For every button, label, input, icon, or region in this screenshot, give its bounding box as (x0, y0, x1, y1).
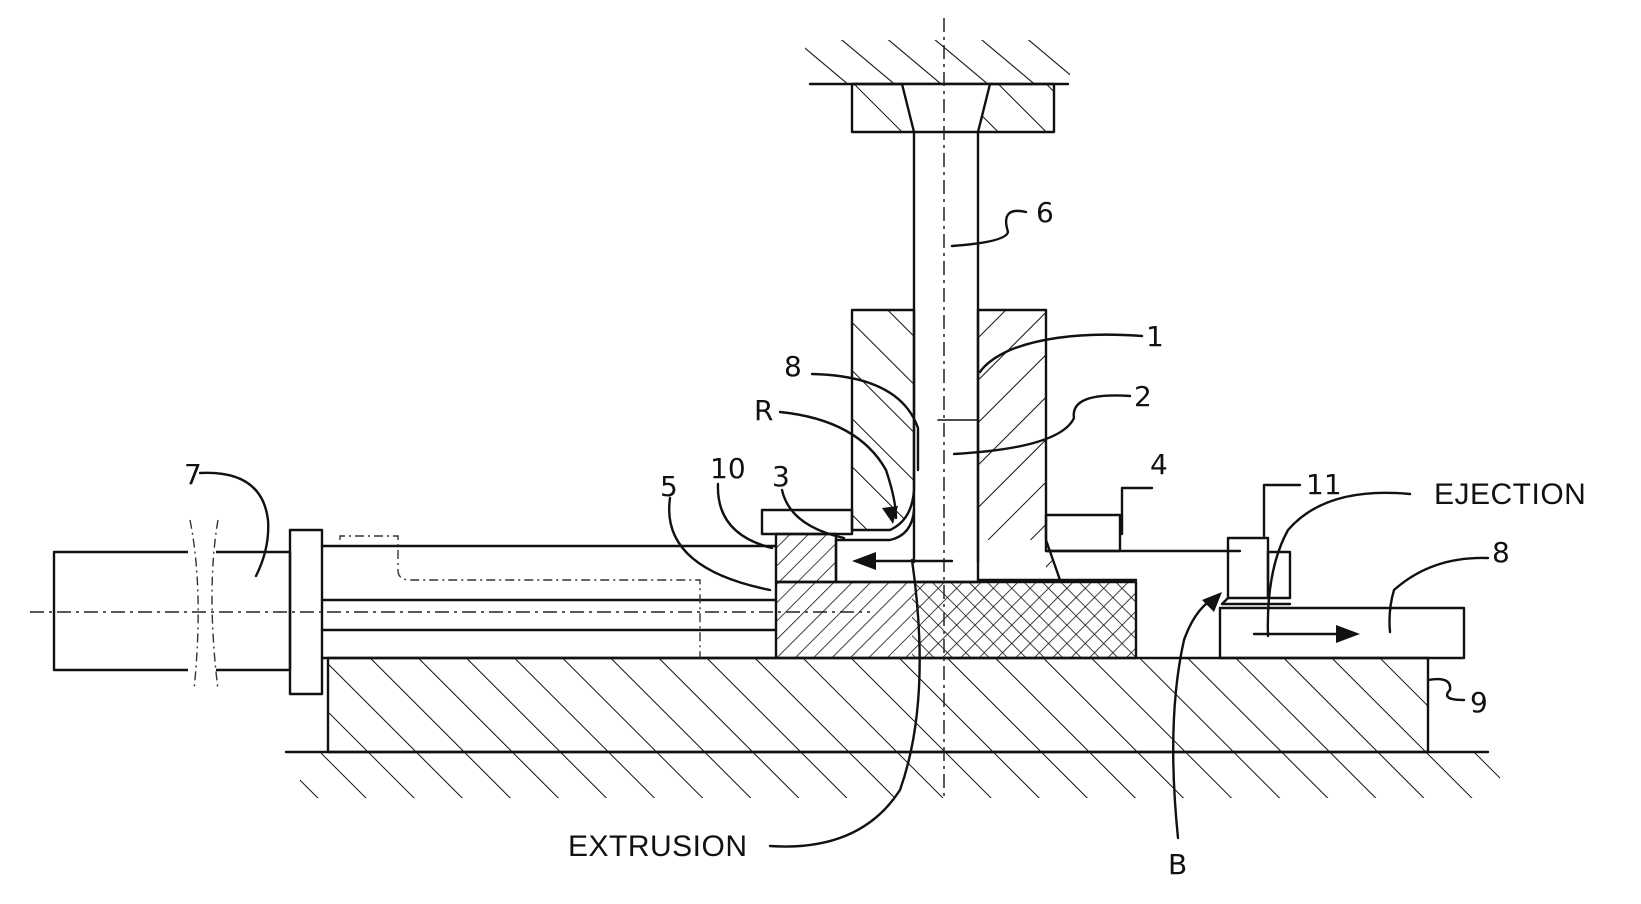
label-8-top: 8 (784, 350, 802, 383)
insert-10 (774, 532, 838, 584)
label-R: R (754, 394, 773, 427)
punch-6 (912, 130, 980, 564)
label-5: 5 (660, 470, 678, 503)
small-block-left (760, 508, 854, 536)
label-10: 10 (710, 452, 746, 485)
top-ground-hatch (805, 40, 1070, 86)
die-body-1 (850, 308, 1062, 582)
label-8-right: 8 (1492, 536, 1510, 569)
extrusion-flow-arrow (852, 552, 954, 570)
ejection-flow-arrow (1252, 625, 1360, 643)
piston-rod (320, 535, 778, 660)
label-9: 9 (1470, 686, 1488, 719)
label-3: 3 (772, 460, 790, 493)
lower-die-plate (774, 578, 1138, 660)
label-7: 7 (184, 458, 202, 491)
centerlines (30, 18, 945, 800)
label-extrusion: EXTRUSION (568, 830, 748, 863)
label-4: 4 (1150, 448, 1168, 481)
base-plate-9 (326, 656, 1430, 754)
label-1: 1 (1146, 320, 1164, 353)
upper-holder-block (850, 82, 1056, 134)
block-4 (1044, 513, 1242, 553)
label-6: 6 (1036, 196, 1054, 229)
label-11: 11 (1306, 468, 1342, 501)
leader-lines (198, 209, 1490, 848)
ram-cylinder-7 (52, 519, 324, 696)
label-ejection: EJECTION (1434, 478, 1586, 511)
label-B: B (1168, 848, 1187, 881)
bottom-ground-hatch (284, 750, 1500, 798)
label-2: 2 (1134, 380, 1152, 413)
